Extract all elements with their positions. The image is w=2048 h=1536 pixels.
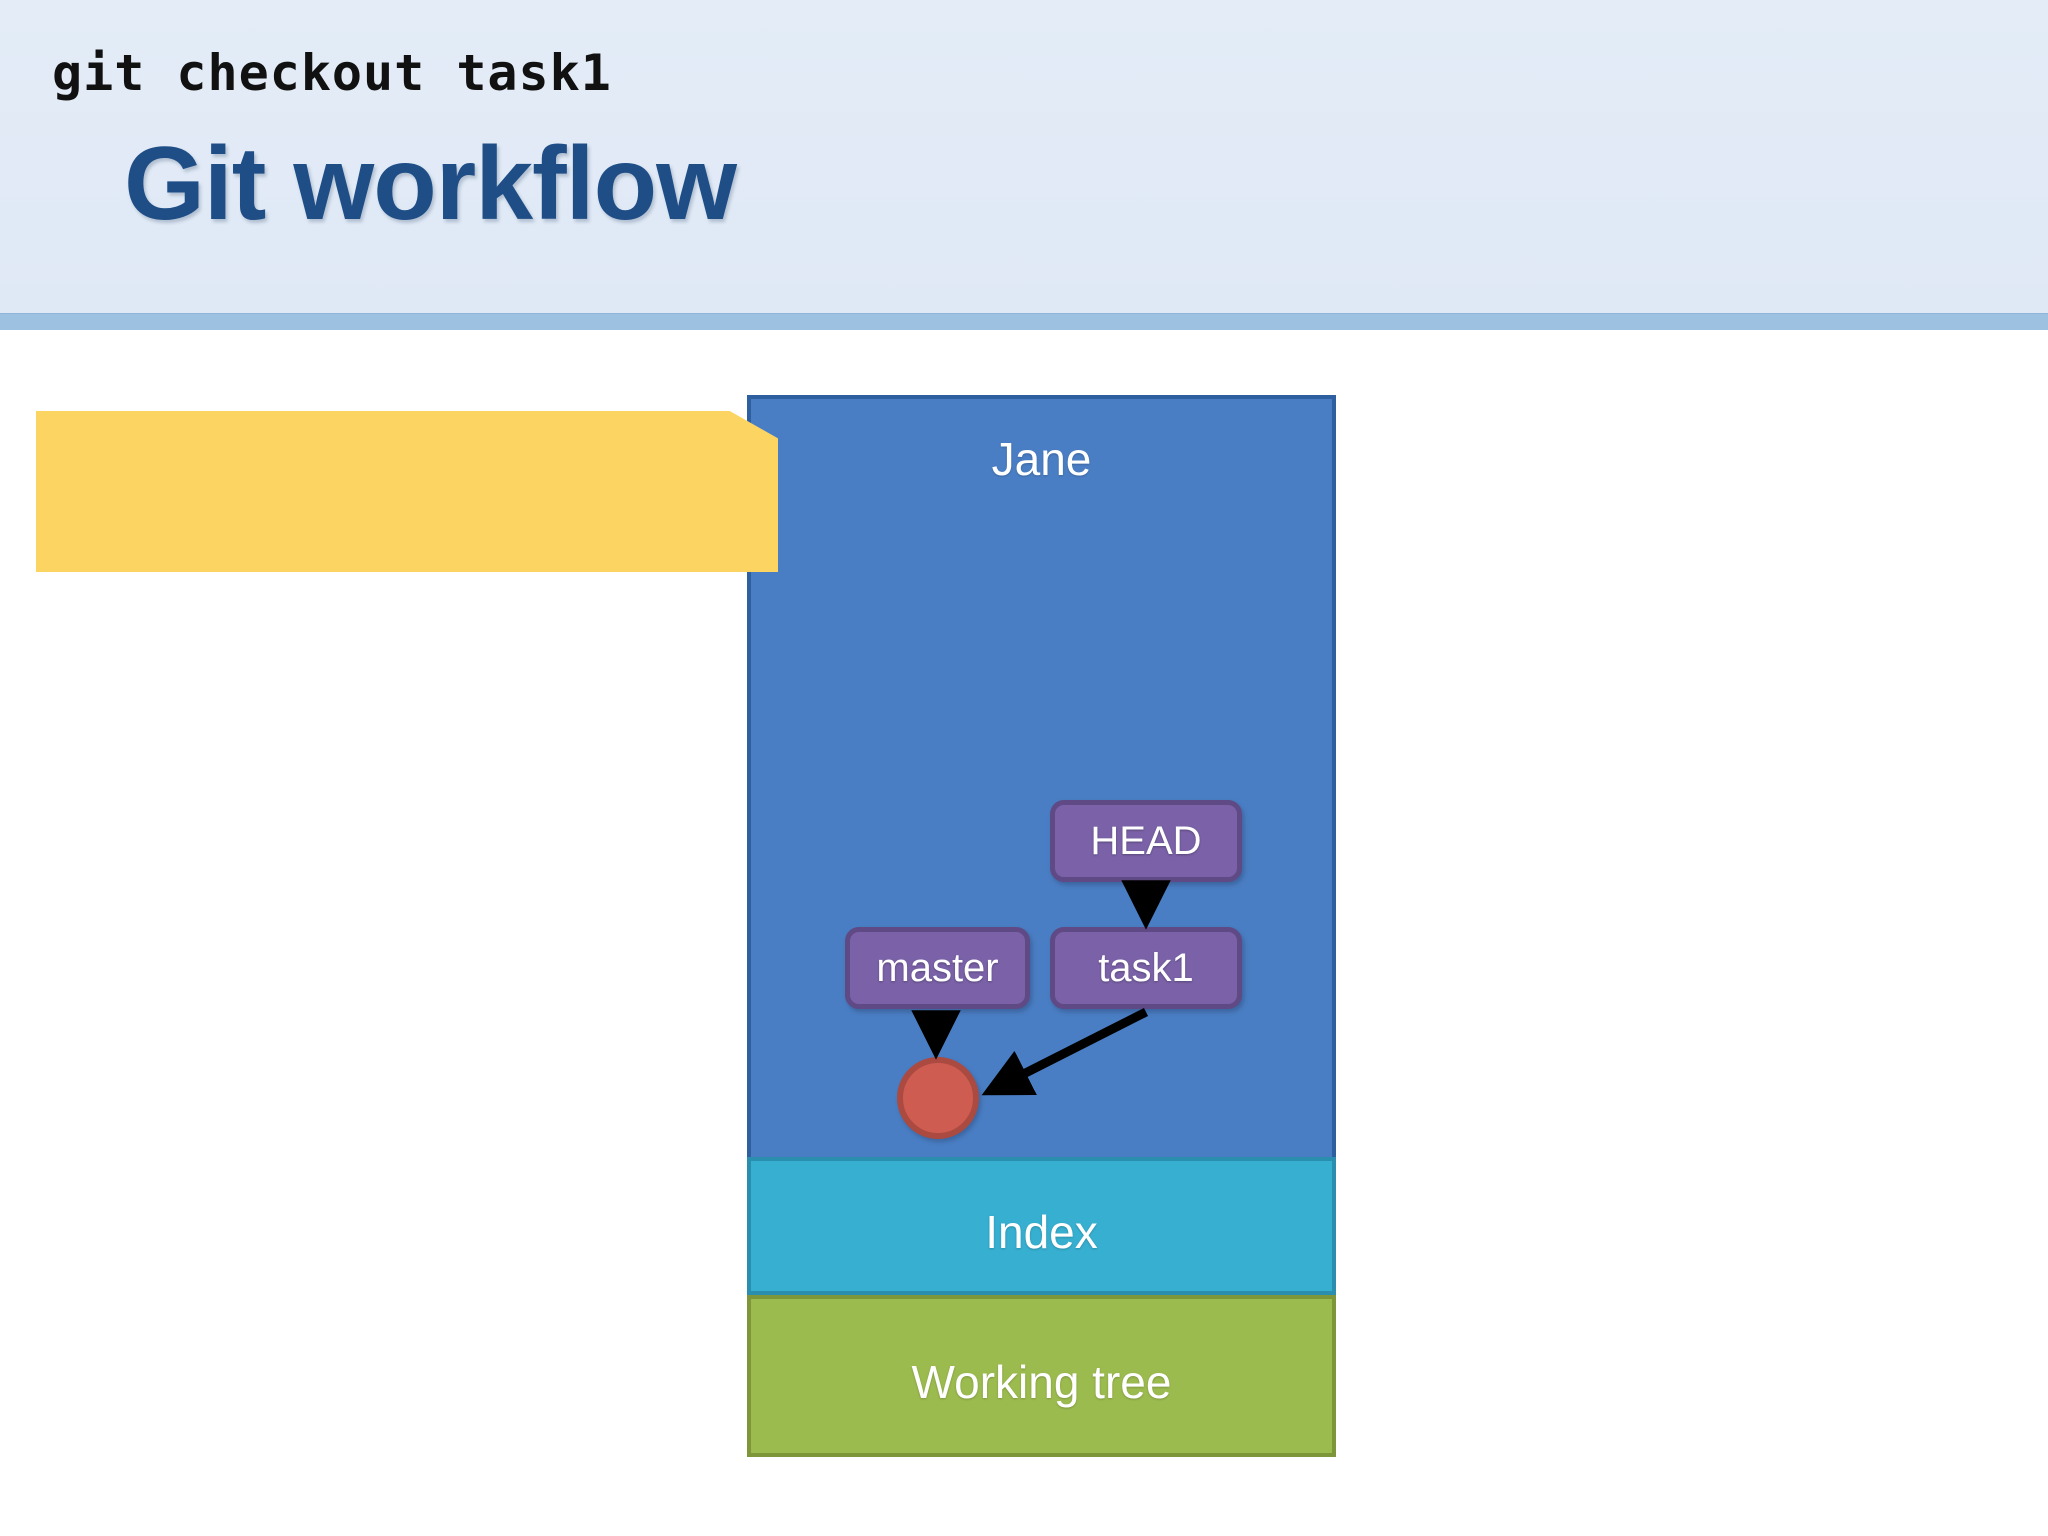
zone-index-label: Index bbox=[985, 1206, 1098, 1258]
ref-node-master: master bbox=[845, 927, 1030, 1009]
command-callout bbox=[36, 411, 778, 572]
ref-node-task1-label: task1 bbox=[1098, 945, 1194, 990]
slide-header-band bbox=[0, 0, 2048, 313]
page-title: Git workflow bbox=[124, 126, 737, 242]
ref-node-head: HEAD bbox=[1050, 800, 1242, 882]
ref-node-task1: task1 bbox=[1050, 927, 1242, 1009]
zone-jane-label: Jane bbox=[991, 433, 1092, 485]
zone-working-tree-label: Working tree bbox=[911, 1356, 1172, 1408]
zone-index: Index bbox=[747, 1157, 1336, 1295]
repository-column-jane: Jane Index Working tree bbox=[747, 395, 1336, 1457]
command-callout-text: git checkout task1 bbox=[52, 44, 612, 102]
zone-jane: Jane bbox=[747, 395, 1336, 1157]
ref-node-master-label: master bbox=[876, 945, 999, 990]
slide-header-divider bbox=[0, 313, 2048, 330]
commit-node-c1 bbox=[897, 1057, 979, 1139]
zone-working-tree: Working tree bbox=[747, 1295, 1336, 1457]
ref-node-head-label: HEAD bbox=[1090, 818, 1202, 863]
